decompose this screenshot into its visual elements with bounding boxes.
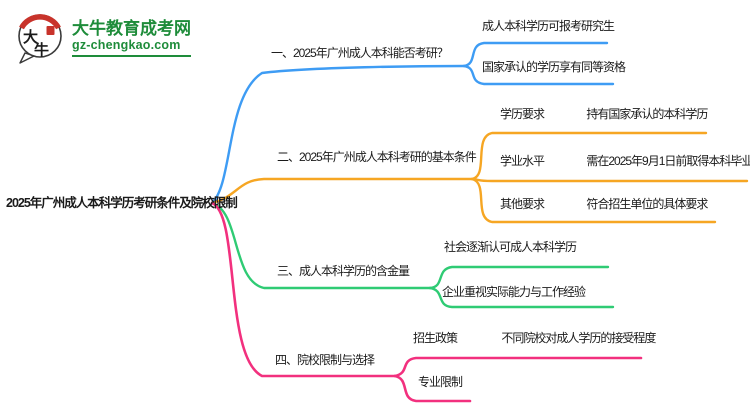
branch2-child1-line [470,131,708,181]
branch3-child2-line [428,286,615,309]
branch2-label: 二、2025年广州成人本科考研的基本条件 [277,150,477,164]
branch2-child1: 学历要求 持有国家承认的本科学历 [500,107,708,121]
logo-char-bottom: 牛 [34,41,49,59]
branch3-label: 三、成人本科学历的含金量 [277,264,410,278]
site-domain: gz-chengkao.com [72,38,191,58]
seal-icon [46,26,55,35]
branch4-child1-line [393,356,643,378]
branch3-child1: 社会逐渐认可成人本科学历 [444,240,577,254]
branch2-main-line [210,177,474,205]
branch3-child1-line [428,265,610,290]
site-logo[interactable]: 大 牛 大牛教育成考网 gz-chengkao.com [15,11,191,65]
branch2-child2: 学业水平 需在2025年9月1日前取得本科毕业证 [500,154,750,168]
branch1-child2: 国家承认的学历享有同等资格 [482,60,626,74]
branch4-child1-key: 招生政策 [413,331,458,345]
branch1-label: 一、2025年广州成人本科能否考研？ [271,46,449,60]
branch2-child2-line [470,177,749,183]
branch2-child1-key: 学历要求 [500,107,545,121]
branch1-main-line [210,64,466,205]
root-topic: 2025年广州成人本科学历考研条件及院校限制 [6,196,238,210]
branch2-child3-line [470,177,717,224]
branch2-child2-text: 需在2025年9月1日前取得本科毕业证 [586,154,750,168]
site-name: 大牛教育成考网 [72,18,191,38]
branch1-child2-line [462,64,615,86]
branch4-child2-line [393,374,472,403]
branch2-child3-key: 其他要求 [500,197,545,211]
branch2-child3-text: 符合招生单位的具体要求 [586,197,708,211]
daniu-bull-icon: 大 牛 [18,14,62,64]
branch4-child1-text: 不同院校对成人学历的接受程度 [501,331,656,345]
logo-char-top: 大 [23,28,38,46]
branch1-child1-line [462,41,609,68]
branch4-label: 四、院校限制与选择 [275,353,375,367]
branch2-child2-key: 学业水平 [500,154,545,168]
branch3-child2: 企业重视实际能力与工作经验 [442,285,586,299]
branch1-child1: 成人本科学历可报考研究生 [482,19,615,33]
branch2-child3: 其他要求 符合招生单位的具体要求 [500,197,708,211]
branch4-child1: 招生政策 不同院校对成人学历的接受程度 [413,331,656,345]
branch3-main-line [210,201,432,290]
branch4-child2: 专业限制 [418,375,463,389]
branch4-main-line [210,201,397,378]
branch2-child1-text: 持有国家承认的本科学历 [586,107,708,121]
